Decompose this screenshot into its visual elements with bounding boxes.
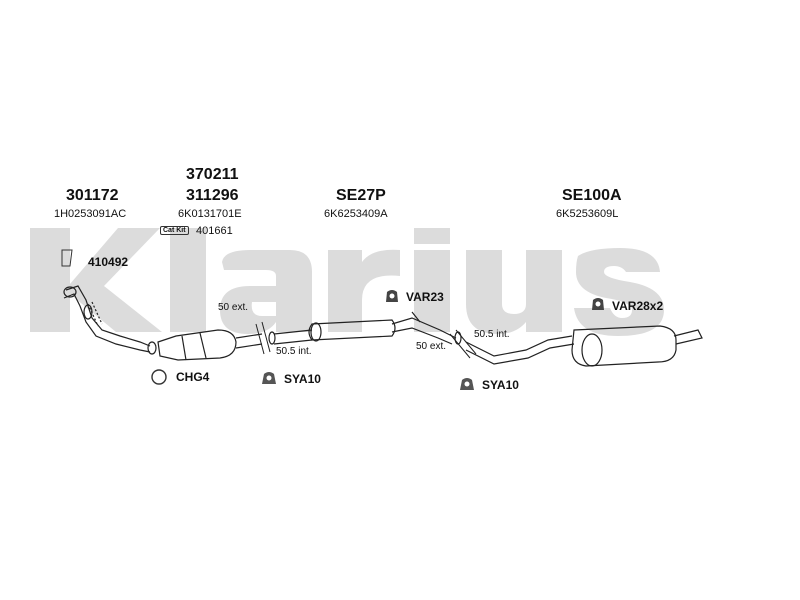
mount-code: VAR28x2 (612, 299, 664, 313)
gasket-code: 410492 (88, 255, 129, 269)
oem-number: 1H0253091AC (54, 208, 127, 220)
joint-dimension-int: 50.5 int. (276, 346, 312, 357)
mount-code: VAR23 (406, 290, 444, 304)
part-code-301172: 301172 (66, 187, 119, 204)
joint-dimension-ext: 50 ext. (218, 302, 249, 313)
hanger-icon (262, 372, 276, 384)
hanger-icon (460, 378, 474, 390)
rubber-mount-icon (386, 290, 398, 302)
hanger-code: SYA10 (482, 378, 519, 392)
middle-silencer (308, 319, 396, 341)
catalytic-converter (157, 329, 237, 361)
joint-dimension-int: 50.5 int. (474, 329, 510, 340)
cat-kit-badge: Cat Kit (160, 226, 189, 235)
rear-silencer (571, 325, 677, 367)
clamp-code: CHG4 (176, 370, 210, 384)
oem-number: 6K5253609L (556, 208, 619, 220)
clamp-ring-icon (151, 369, 167, 385)
part-code-370211: 370211 (186, 166, 239, 183)
rubber-mount-icon (592, 298, 604, 310)
part-code-se100a: SE100A (562, 187, 622, 204)
part-code-311296: 311296 (186, 187, 239, 204)
gasket-icon (61, 249, 73, 267)
joint-dimension-ext: 50 ext. (416, 341, 447, 352)
cat-kit-code: 401661 (196, 225, 233, 237)
oem-number: 6K6253409A (324, 208, 388, 220)
hanger-code: SYA10 (284, 372, 321, 386)
part-code-se27p: SE27P (336, 187, 386, 204)
front-downpipe (65, 285, 151, 347)
oem-number: 6K0131701E (178, 208, 242, 220)
